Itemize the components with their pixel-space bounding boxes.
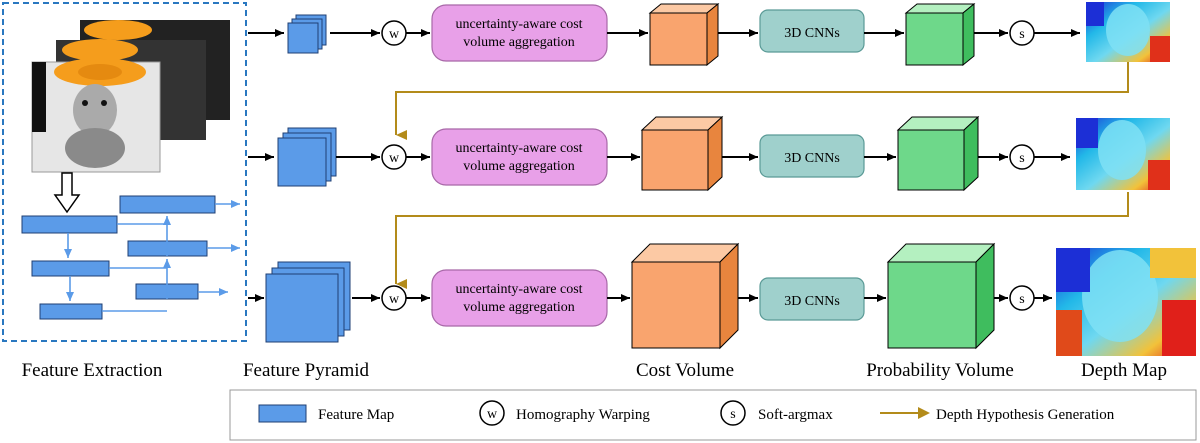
- depth-map-3: [1056, 248, 1196, 356]
- cost-volume-label: Cost Volume: [636, 360, 734, 381]
- probability-volume-cube-2: [896, 115, 980, 192]
- legend-warp-symbol: w: [487, 407, 498, 422]
- legend-homography-label: Homography Warping: [516, 407, 650, 423]
- legend-frame: [229, 389, 1197, 441]
- feature-map-stack-3: [265, 261, 351, 343]
- input-image-stack: [31, 20, 230, 173]
- legend-hypothesis-arrow-icon: [918, 407, 930, 419]
- cost-volume-cube-2: [640, 115, 724, 192]
- hollow-down-arrow-icon: [53, 172, 81, 214]
- probability-volume-cube-3: [886, 242, 996, 350]
- softargmax-symbol: s: [1019, 151, 1024, 166]
- cost-volume-cube-1: [648, 2, 720, 67]
- legend-softargmax-symbol: s: [730, 407, 735, 422]
- probability-volume-cube-1: [904, 2, 976, 67]
- fpn-arrows: [64, 200, 240, 312]
- depth-hypothesis-arrow-2: [395, 192, 1129, 289]
- depth-hypothesis-arrow-1: [395, 62, 1129, 140]
- aggregation-module-1: [431, 4, 608, 62]
- aggregation-label: volume aggregation: [463, 35, 575, 50]
- aggregation-label: uncertainty-aware cost: [455, 282, 582, 297]
- legend-depth-hypothesis-label: Depth Hypothesis Generation: [936, 407, 1115, 423]
- feature-map-stack-1: [287, 14, 327, 54]
- aggregation-label: volume aggregation: [463, 300, 575, 315]
- warp-symbol: w: [389, 292, 400, 307]
- depth-map-label: Depth Map: [1081, 360, 1167, 381]
- feature-map-stack-2: [277, 127, 337, 187]
- warp-symbol: w: [389, 151, 400, 166]
- legend-softargmax-label: Soft-argmax: [758, 407, 833, 423]
- aggregation-label: uncertainty-aware cost: [455, 141, 582, 156]
- depth-map-2: [1076, 118, 1170, 190]
- fpn-network: [21, 195, 216, 320]
- legend: Feature Map w Homography Warping s Soft-…: [229, 389, 1197, 441]
- legend-softargmax-icon: [720, 400, 746, 426]
- legend-feature-map-label: Feature Map: [318, 407, 394, 423]
- 3d-cnn-module-1: [759, 9, 865, 53]
- probability-volume-label: Probability Volume: [866, 360, 1014, 381]
- aggregation-label: uncertainty-aware cost: [455, 17, 582, 32]
- aggregation-module-2: [431, 128, 608, 186]
- feature-extraction-frame: [2, 2, 247, 342]
- feature-extraction-label: Feature Extraction: [22, 360, 163, 381]
- softargmax-symbol: s: [1019, 292, 1024, 307]
- feature-pyramid-label: Feature Pyramid: [243, 360, 370, 381]
- aggregation-label: volume aggregation: [463, 159, 575, 174]
- warp-symbol: w: [389, 27, 400, 42]
- legend-warp-icon: [479, 400, 505, 426]
- cost-volume-cube-3: [630, 242, 740, 350]
- cnn-label: 3D CNNs: [784, 26, 840, 41]
- cnn-label: 3D CNNs: [784, 294, 840, 309]
- aggregation-module-3: [431, 269, 608, 327]
- softargmax-symbol: s: [1019, 27, 1024, 42]
- legend-feature-map-swatch: [258, 404, 307, 423]
- depth-map-1: [1086, 2, 1170, 62]
- cnn-label: 3D CNNs: [784, 151, 840, 166]
